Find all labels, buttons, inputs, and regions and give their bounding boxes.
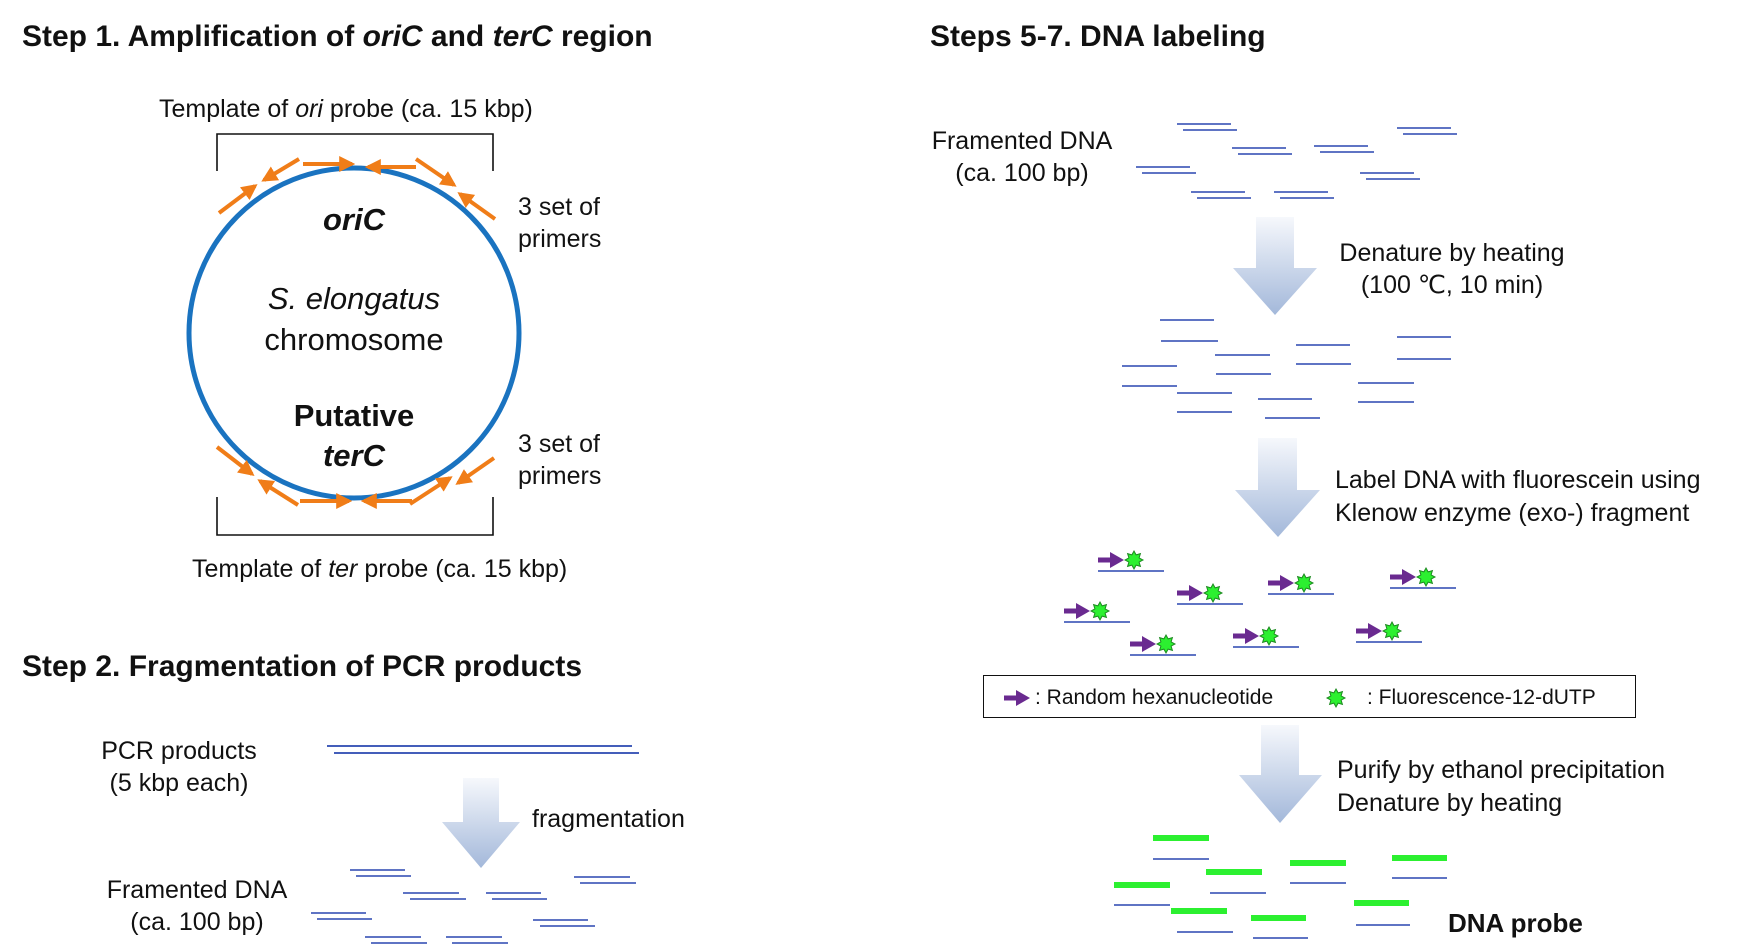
hexamer-arrow-shaft [1177,590,1191,596]
star-icon [1325,687,1347,709]
star-icon [1258,625,1280,647]
hexamer-arrow-shaft [1130,641,1144,647]
legend-icons [1004,687,1347,709]
ori-template-label: Template of ori probe (ca. 15 kbp) [159,95,533,123]
species-label: S. elongatus [267,281,441,316]
primer-arrow [408,476,453,506]
primer-arrow [217,184,258,215]
ter-primers [215,445,496,509]
labeled-dna [1233,625,1299,648]
step5-fragments-label: Framented DNA(ca. 100 bp) [931,127,1113,187]
step5-fragments [1136,123,1457,199]
hexamer-arrow-shaft [1356,628,1370,634]
putative-label: Putative [293,398,415,433]
labeled-dna [1356,620,1422,643]
star-icon [1415,566,1437,588]
primer-arrow [457,192,497,221]
star-icon [1293,572,1315,594]
labeled-dna [1064,600,1130,623]
down-arrow-icon [1233,217,1317,315]
ter-template-bracket [216,497,494,536]
star-icon [1202,582,1224,604]
legend-dutp-label: : Fluorescence-12-dUTP [1367,686,1596,709]
right-arrow-icon [1245,628,1259,644]
down-arrow-icon [1235,438,1320,537]
labeled-dna-group [1064,549,1456,656]
labeled-dna [1098,549,1164,572]
primer-arrow [455,456,496,485]
down-arrow-icon [1239,725,1322,823]
labeled-dna [1177,582,1243,605]
star-icon [1381,620,1403,642]
denatured-strands [1122,319,1451,419]
legend-hexamer-label: : Random hexanucleotide [1035,686,1274,709]
legend-box: : Random hexanucleotide : Fluorescence-1… [983,675,1636,718]
primer-arrow [261,157,301,182]
right-arrow-icon [1402,569,1416,585]
primer-arrow [414,157,457,187]
hexamer-arrow-shaft [1064,608,1078,614]
oric-label: oriC [323,202,385,237]
ori-template-bracket [216,133,494,171]
primer-arrow [257,479,300,507]
ter-template-label: Template of ter probe (ca. 15 kbp) [192,555,568,583]
labeled-dna [1390,566,1456,589]
star-icon [1089,600,1111,622]
pcr-products-label: PCR products(5 kbp each) [101,737,257,797]
ori-primers [217,156,497,221]
step2-title: Step 2. Fragmentation of PCR products [22,650,583,683]
step2-fragments-label: Framented DNA(ca. 100 bp) [106,876,288,936]
right-arrow-icon [1110,552,1124,568]
labeled-dna [1268,572,1334,595]
dna-probe-label: DNA probe [1448,908,1583,938]
chromosome-label: chromosome [264,322,444,357]
right-arrow-icon [1189,585,1203,601]
step2-fragments [311,869,636,944]
hexamer-arrow-shaft [1004,695,1018,701]
primer-arrow [215,445,255,476]
star-icon [1123,549,1145,571]
fragmentation-label: fragmentation [532,805,685,833]
hexamer-arrow-shaft [1233,633,1247,639]
denature-label: Denature by heating(100 ℃, 10 min) [1339,239,1565,299]
right-arrow-icon [1142,636,1156,652]
step57-title: Steps 5-7. DNA labeling [930,20,1266,53]
terc-label: terC [322,438,385,473]
down-arrow-icon [442,778,520,868]
right-arrow-icon [1368,623,1382,639]
star-icon [1155,633,1177,655]
hexamer-arrow-shaft [1390,574,1404,580]
hexamer-arrow-shaft [1268,580,1282,586]
right-arrow-icon [1016,690,1030,706]
step1-title: Step 1. Amplification of oriC and terC r… [22,20,653,53]
hexamer-arrow-shaft [1098,557,1112,563]
labeled-dna [1130,633,1196,656]
pcr-products-lines [327,745,639,754]
probe-strands [1114,835,1447,939]
right-arrow-icon [1280,575,1294,591]
right-arrow-icon [1076,603,1090,619]
